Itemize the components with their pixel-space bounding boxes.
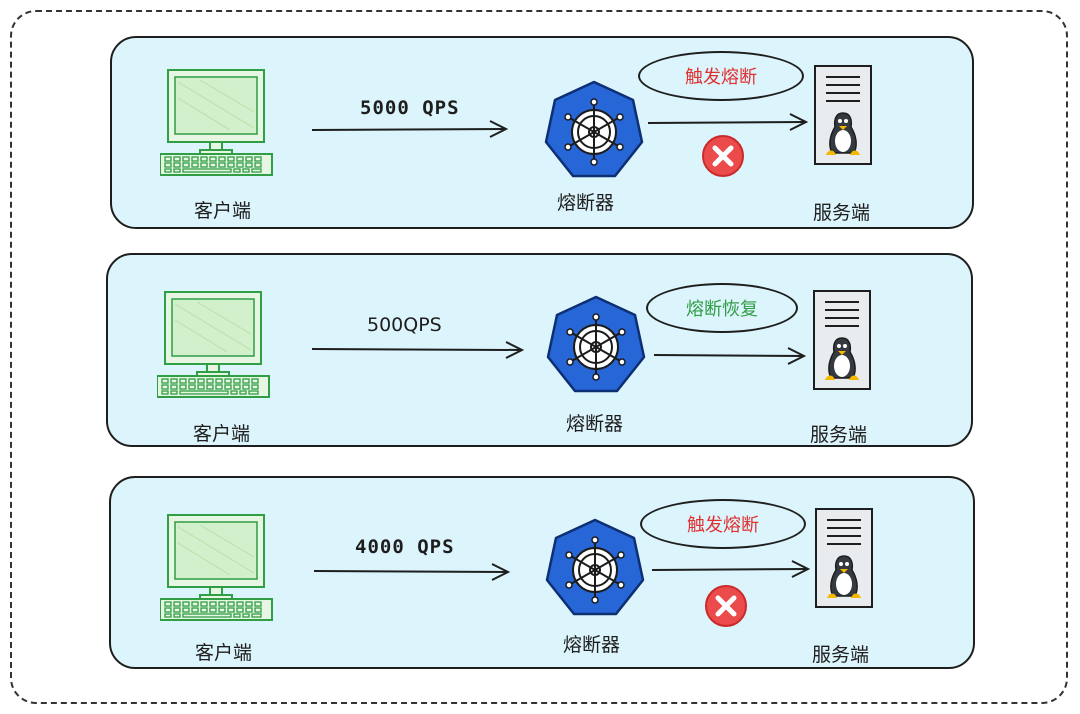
red-x-circle-icon	[700, 133, 746, 179]
status-bubble: 触发熔断	[638, 51, 804, 101]
red-x-circle-icon	[703, 583, 749, 629]
client-label: 客户端	[195, 642, 253, 664]
forward-arrow	[653, 347, 807, 365]
client-label: 客户端	[193, 423, 251, 445]
client-label: 客户端	[194, 200, 252, 222]
linux-server-icon	[813, 290, 871, 390]
kubernetes-helm-icon	[546, 295, 646, 393]
request-arrow	[311, 120, 509, 138]
kubernetes-helm-icon	[545, 518, 645, 616]
kubernetes-helm-icon	[544, 80, 644, 178]
forward-arrow	[647, 113, 809, 131]
server-label: 服务端	[810, 424, 868, 446]
client-computer-icon	[160, 69, 273, 176]
request-arrow	[313, 563, 511, 581]
linux-server-icon	[815, 508, 873, 608]
client-computer-icon	[157, 291, 270, 398]
server-label: 服务端	[812, 644, 870, 666]
client-computer-icon	[160, 514, 273, 621]
breaker-label: 熔断器	[557, 192, 615, 214]
breaker-label: 熔断器	[566, 413, 624, 435]
server-label: 服务端	[813, 202, 871, 224]
request-rate-label: 5000 QPS	[360, 97, 460, 119]
request-arrow	[311, 341, 525, 359]
request-rate-label: 500QPS	[367, 314, 442, 336]
forward-arrow	[651, 560, 811, 578]
request-rate-label: 4000 QPS	[355, 536, 455, 558]
breaker-label: 熔断器	[563, 634, 621, 656]
linux-server-icon	[814, 65, 872, 165]
status-bubble: 熔断恢复	[646, 283, 798, 333]
diagram-frame	[10, 10, 1068, 704]
status-bubble: 触发熔断	[640, 499, 806, 549]
